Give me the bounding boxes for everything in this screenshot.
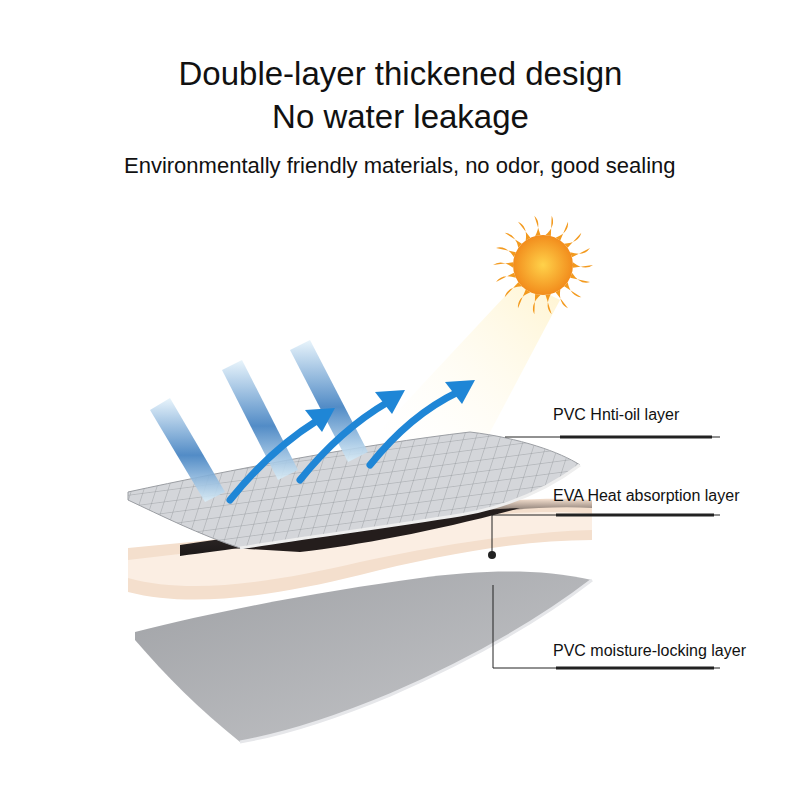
layer-label: PVC moisture-locking layer bbox=[553, 642, 746, 660]
layer-label: PVC Hnti-oil layer bbox=[553, 406, 679, 424]
subheading: Environmentally friendly materials, no o… bbox=[124, 153, 676, 179]
heading: Double-layer thickened design No water l… bbox=[159, 52, 642, 138]
layer-label: EVA Heat absorption layer bbox=[553, 487, 739, 505]
